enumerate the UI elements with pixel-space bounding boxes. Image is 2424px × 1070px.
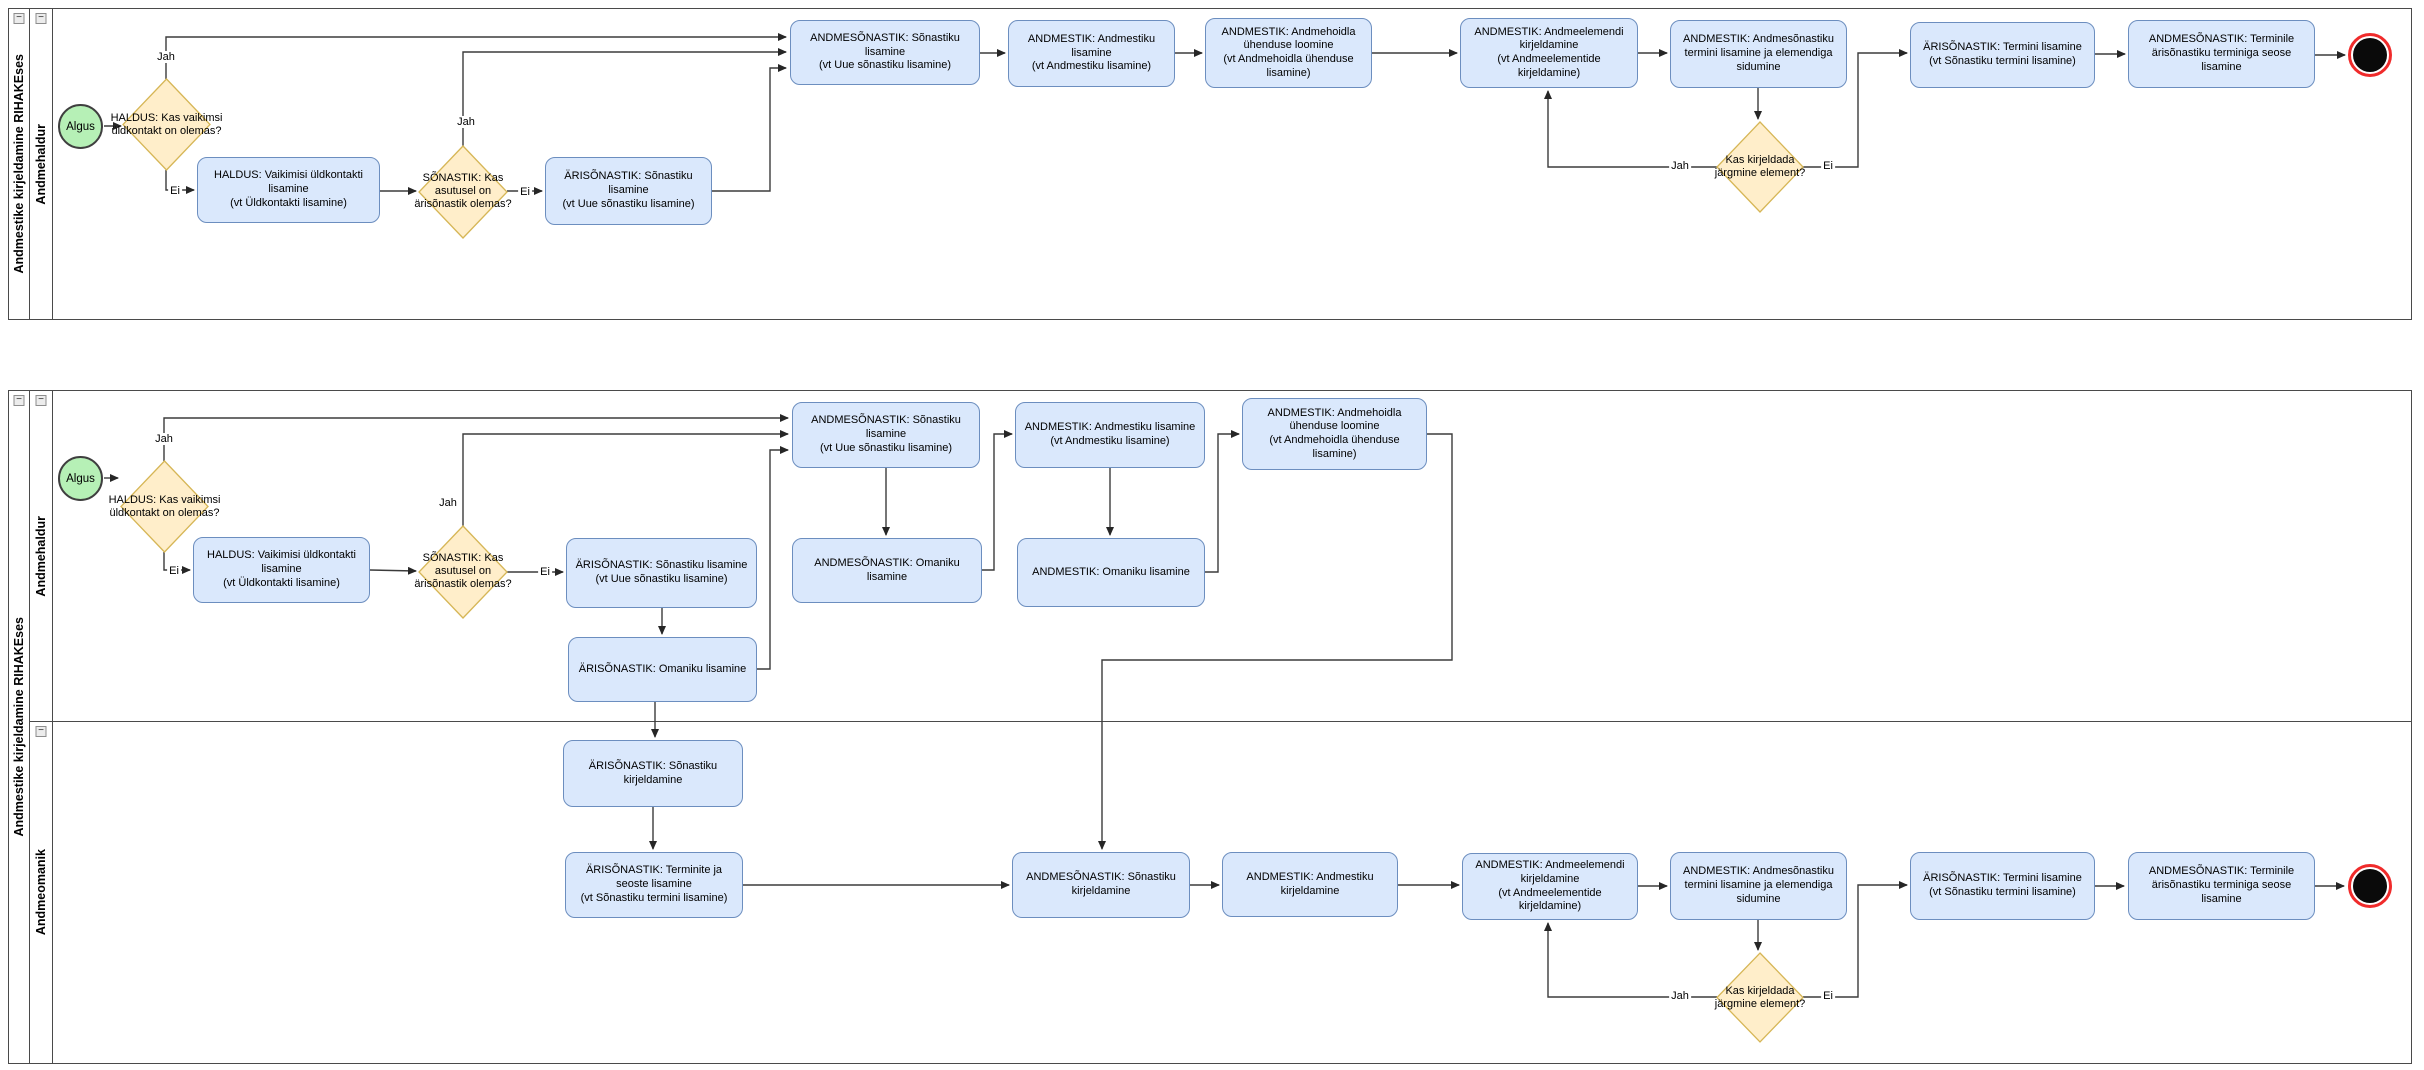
flow-condition-label: Ei — [1821, 990, 1835, 1002]
collapse-lane-icon[interactable]: − — [35, 13, 47, 24]
p1-task-termini-lisamine-sidumine[interactable]: ANDMESTIK: Andmesõnastiku termini lisami… — [1670, 20, 1847, 88]
p1-end-event[interactable] — [2348, 33, 2392, 77]
p1-start-algus[interactable]: Algus — [58, 104, 103, 149]
sequence-flow-arrow — [1544, 90, 1717, 168]
p2-gateway-uldkontakt-olemas[interactable] — [120, 460, 209, 553]
p1-gateway-arisonastik-olemas[interactable] — [418, 145, 508, 239]
lane-andmehaldur-band-1: − Andmehaldur — [30, 9, 53, 319]
flow-condition-label: Jah — [437, 497, 459, 509]
p1-task-arisonastik-sonastiku-lisamine[interactable]: ÄRISÕNASTIK: Sõnastiku lisamine (vt Uue … — [545, 157, 712, 225]
p2-task-arisonastik-sonastiku-lisamine[interactable]: ÄRISÕNASTIK: Sõnastiku lisamine (vt Uue … — [566, 538, 757, 608]
end-event-inner-circle — [2353, 869, 2387, 903]
p1-task-andmestiku-lisamine[interactable]: ANDMESTIK: Andmestiku lisamine (vt Andme… — [1008, 20, 1175, 87]
p1-task-andmeelemendi-kirjeldamine[interactable]: ANDMESTIK: Andmeelemendi kirjeldamine (v… — [1460, 18, 1638, 88]
p1-task-andmesonastik-sonastiku-lisamine[interactable]: ANDMESÕNASTIK: Sõnastiku lisamine (vt Uu… — [790, 20, 980, 85]
sequence-flow-arrow — [712, 64, 787, 192]
p2-task-andmestiku-lisamine[interactable]: ANDMESTIK: Andmestiku lisamine (vt Andme… — [1015, 402, 1205, 468]
p2-task-andmehoidla-uhenduse-loomine[interactable]: ANDMESTIK: Andmehoidla ühenduse loomine … — [1242, 398, 1427, 470]
collapse-pool-icon[interactable]: − — [13, 13, 25, 24]
flow-condition-label: Ei — [538, 566, 552, 578]
sequence-flow-arrow — [757, 446, 789, 670]
p2-gateway-uldkontakt-olemas-label: HALDUS: Kas vaikimsi üldkontakt on olema… — [108, 493, 221, 519]
collapse-lane-icon[interactable]: − — [35, 726, 47, 737]
p1-task-arisonastik-termini-lisamine[interactable]: ÄRISÕNASTIK: Termini lisamine (vt Sõnast… — [1910, 22, 2095, 88]
sequence-flow-arrow — [163, 414, 789, 461]
flow-condition-label: Jah — [1669, 160, 1691, 172]
p2-task-andmestiku-kirjeldamine[interactable]: ANDMESTIK: Andmestiku kirjeldamine — [1222, 852, 1398, 917]
p2-task-andmesonastik-sonastiku-kirjeldamine[interactable]: ANDMESÕNASTIK: Sõnastiku kirjeldamine — [1012, 852, 1190, 918]
p1-gateway-arisonastik-olemas-label: SÕNASTIK: Kas asutusel on ärisõnastik ol… — [414, 172, 512, 211]
p2-task-andmeelemendi-kirjeldamine[interactable]: ANDMESTIK: Andmeelemendi kirjeldamine (v… — [1462, 853, 1638, 920]
sequence-flow-arrow — [982, 430, 1013, 571]
p2-task-uldkontakti-lisamine[interactable]: HALDUS: Vaikimisi üldkontakti lisamine (… — [193, 537, 370, 603]
p2-task-andmestik-omaniku-lisamine[interactable]: ANDMESTIK: Omaniku lisamine — [1017, 538, 1205, 607]
sequence-flow-arrow — [1205, 430, 1240, 573]
p2-task-andmesonastik-omaniku-lisamine[interactable]: ANDMESÕNASTIK: Omaniku lisamine — [792, 538, 982, 603]
p2-task-arisonastik-sonastiku-kirjeldamine[interactable]: ÄRISÕNASTIK: Sõnastiku kirjeldamine — [563, 740, 743, 807]
flow-condition-label: Jah — [155, 51, 177, 63]
flow-condition-label: Ei — [518, 186, 532, 198]
sequence-flow-arrow — [369, 566, 417, 575]
sequence-flow-arrow — [462, 48, 787, 146]
p2-gateway-jargmine-element[interactable] — [1716, 952, 1804, 1043]
flow-condition-label: Jah — [455, 116, 477, 128]
p2-end-event[interactable] — [2348, 864, 2392, 908]
p1-task-andmehoidla-uhenduse-loomine[interactable]: ANDMESTIK: Andmehoidla ühenduse loomine … — [1205, 18, 1372, 88]
p2-task-termini-lisamine-sidumine[interactable]: ANDMESTIK: Andmesõnastiku termini lisami… — [1670, 852, 1847, 920]
pool-andmestike-kirjeldamine-2: − Andmestike kirjeldamine RIHAKEses − An… — [8, 390, 2412, 1064]
p2-task-arisonastik-termini-lisamine[interactable]: ÄRISÕNASTIK: Termini lisamine (vt Sõnast… — [1910, 852, 2095, 920]
p2-start-algus[interactable]: Algus — [58, 456, 103, 501]
p2-task-terminile-seose-lisamine[interactable]: ANDMESÕNASTIK: Terminile ärisõnastiku te… — [2128, 852, 2315, 920]
p2-gateway-jargmine-element-label: Kas kirjeldada järgmine element? — [1714, 984, 1806, 1010]
sequence-flow-arrow — [163, 552, 191, 574]
lane-andmehaldur-band-2: − Andmehaldur — [30, 391, 53, 721]
lane-andmeomanik-band: − Andmeomanik — [30, 722, 53, 1063]
sequence-flow-arrow — [462, 430, 789, 526]
sequence-flow-arrow — [1098, 433, 1453, 850]
collapse-pool-icon[interactable]: − — [13, 395, 25, 406]
p1-gateway-uldkontakt-olemas[interactable] — [122, 78, 211, 171]
p2-gateway-arisonastik-olemas[interactable] — [418, 525, 508, 619]
p2-gateway-arisonastik-olemas-label: SÕNASTIK: Kas asutusel on ärisõnastik ol… — [414, 552, 512, 591]
p1-gateway-jargmine-element-label: Kas kirjeldada järgmine element? — [1714, 153, 1806, 179]
flow-condition-label: Jah — [153, 433, 175, 445]
flow-condition-label: Jah — [1669, 990, 1691, 1002]
p1-gateway-jargmine-element[interactable] — [1716, 121, 1804, 213]
p2-task-andmesonastik-sonastiku-lisamine[interactable]: ANDMESÕNASTIK: Sõnastiku lisamine (vt Uu… — [792, 402, 980, 468]
p2-task-arisonastik-omaniku-lisamine[interactable]: ÄRISÕNASTIK: Omaniku lisamine — [568, 637, 757, 702]
p1-task-terminile-seose-lisamine[interactable]: ANDMESÕNASTIK: Terminile ärisõnastiku te… — [2128, 20, 2315, 88]
end-event-inner-circle — [2353, 38, 2387, 72]
p1-task-uldkontakti-lisamine[interactable]: HALDUS: Vaikimisi üldkontakti lisamine (… — [197, 157, 380, 223]
sequence-flow-arrow — [1544, 922, 1717, 998]
flow-condition-label: Ei — [168, 185, 182, 197]
sequence-flow-arrow — [165, 33, 787, 79]
pool-1-title-band: − Andmestike kirjeldamine RIHAKEses — [9, 9, 30, 319]
pool-2-title-band: − Andmestike kirjeldamine RIHAKEses — [9, 391, 30, 1063]
collapse-lane-icon[interactable]: − — [35, 395, 47, 406]
p2-task-terminite-ja-seoste-lisamine[interactable]: ÄRISÕNASTIK: Terminite ja seoste lisamin… — [565, 852, 743, 918]
flow-condition-label: Ei — [167, 565, 181, 577]
p1-gateway-uldkontakt-olemas-label: HALDUS: Kas vaikimsi üldkontakt on olema… — [110, 111, 223, 137]
sequence-flow-arrow — [165, 170, 195, 194]
flow-condition-label: Ei — [1821, 160, 1835, 172]
